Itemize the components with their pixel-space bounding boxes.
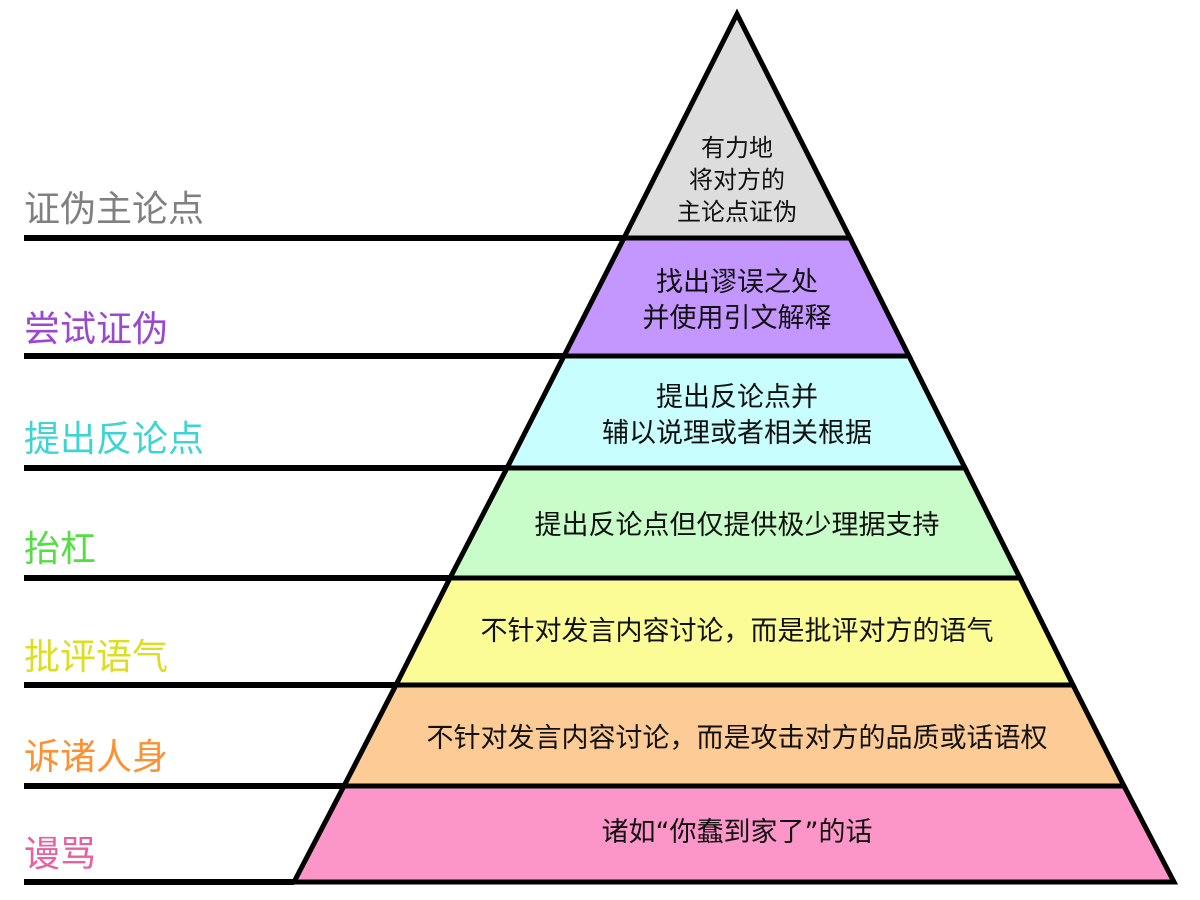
- level-label-counterargument: 提出反论点: [24, 419, 205, 460]
- layer-text-line: 提出反论点但仅提供极少理据支持: [534, 510, 940, 541]
- layer-text-line: 并使用引文解释: [642, 303, 832, 334]
- layer-text-line: 找出谬误之处: [656, 267, 818, 298]
- level-label-ad-hominem: 诉诸人身: [24, 737, 169, 778]
- layer-text-counterargument: 提出反论点并 辅以说理或者相关根据: [537, 380, 937, 452]
- layer-text-line: 辅以说理或者相关根据: [602, 418, 872, 449]
- layer-text-line: 不针对发言内容讨论，而是批评对方的语气: [480, 616, 994, 647]
- layer-text-line: 有力地: [701, 134, 773, 162]
- level-label-refutation: 尝试证伪: [24, 309, 169, 350]
- layer-text-refute-central-point: 有力地 将对方的 主论点证伪: [637, 132, 837, 228]
- layer-text-ad-hominem: 不针对发言内容讨论，而是攻击对方的品质或话语权: [337, 721, 1137, 757]
- layer-text-line: 提出反论点并: [656, 382, 818, 413]
- layer-text-line: 诸如“你蠢到家了”的话: [601, 817, 873, 848]
- layer-text-contradiction: 提出反论点但仅提供极少理据支持: [437, 508, 1037, 544]
- level-label-contradiction: 抬杠: [24, 529, 97, 570]
- layer-text-line: 不针对发言内容讨论，而是攻击对方的品质或话语权: [426, 723, 1048, 754]
- level-label-refute-central-point: 证伪主论点: [24, 189, 205, 230]
- layer-text-tone: 不针对发言内容讨论，而是批评对方的语气: [387, 614, 1087, 650]
- pyramid-layer-6: [289, 783, 1179, 885]
- level-label-name-calling: 谩骂: [24, 834, 97, 875]
- layer-text-line: 主论点证伪: [677, 198, 797, 226]
- level-label-tone: 批评语气: [24, 637, 169, 678]
- layer-text-line: 将对方的: [689, 166, 785, 194]
- layer-text-refutation: 找出谬误之处 并使用引文解释: [537, 265, 937, 337]
- layer-text-name-calling: 诸如“你蠢到家了”的话: [437, 815, 1037, 851]
